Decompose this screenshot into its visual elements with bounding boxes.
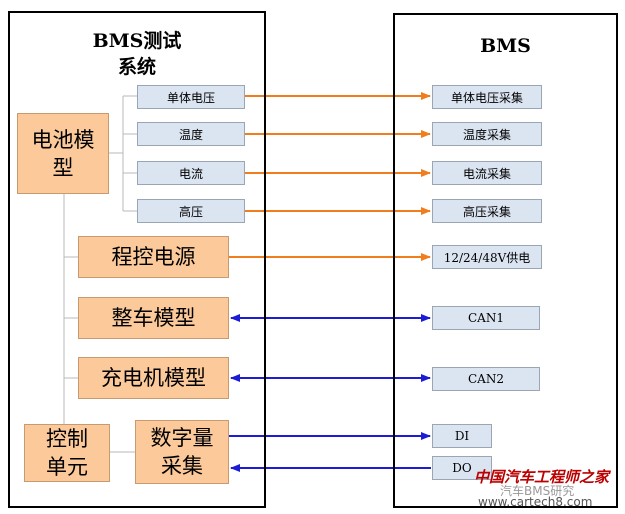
target-can1-label: CAN1 — [468, 311, 504, 325]
charger-model-box: 充电机模型 — [78, 357, 229, 399]
vehicle-model-box: 整车模型 — [78, 297, 229, 339]
target-cell-voltage-label: 单体电压采集 — [450, 90, 523, 105]
target-power-supply-box: 12/24/48V供电 — [432, 245, 542, 269]
target-can1-box: CAN1 — [432, 306, 540, 330]
signal-temperature-label: 温度 — [178, 127, 203, 142]
target-temperature-label: 温度采集 — [462, 127, 511, 142]
target-temperature-box: 温度采集 — [432, 122, 542, 146]
target-high-voltage-label: 高压采集 — [462, 204, 511, 219]
watermark-wechat: 汽车BMS研究 — [500, 484, 575, 498]
target-do-box: DO — [432, 456, 492, 480]
watermark-url: www.cartech8.com — [478, 495, 593, 509]
control-unit-label: 控制 单元 — [46, 427, 88, 479]
digital-io-box: 数字量 采集 — [135, 420, 229, 484]
signal-cell-voltage-label: 单体电压 — [166, 90, 215, 105]
target-can2-label: CAN2 — [468, 372, 504, 386]
power-supply-label: 程控电源 — [111, 245, 196, 269]
signal-temperature-box: 温度 — [137, 122, 245, 146]
signal-current-label: 电流 — [178, 166, 203, 181]
target-current-box: 电流采集 — [432, 161, 542, 185]
target-high-voltage-box: 高压采集 — [432, 199, 542, 223]
target-do-label: DO — [452, 461, 472, 475]
battery-model-label: 电池模 型 — [31, 127, 95, 180]
bms-panel — [393, 13, 618, 508]
signal-cell-voltage-box: 单体电压 — [137, 85, 245, 109]
signal-high-voltage-label: 高压 — [178, 204, 203, 219]
bms-title: BMS — [480, 35, 531, 57]
control-unit-box: 控制 单元 — [24, 424, 110, 482]
target-di-box: DI — [432, 424, 492, 448]
test-system-title: BMS测试 系统 — [92, 30, 182, 78]
signal-current-box: 电流 — [137, 161, 245, 185]
test-system-panel — [8, 11, 266, 508]
target-cell-voltage-box: 单体电压采集 — [432, 85, 542, 109]
vehicle-model-label: 整车模型 — [111, 306, 196, 330]
charger-model-label: 充电机模型 — [101, 366, 206, 390]
target-can2-box: CAN2 — [432, 367, 540, 391]
digital-io-label: 数字量 采集 — [150, 426, 214, 478]
target-di-label: DI — [454, 429, 470, 443]
target-current-label: 电流采集 — [462, 166, 511, 181]
signal-high-voltage-box: 高压 — [137, 199, 245, 223]
target-power-supply-label: 12/24/48V供电 — [443, 250, 531, 265]
power-supply-box: 程控电源 — [78, 236, 229, 278]
battery-model-box: 电池模 型 — [17, 113, 109, 194]
watermark-cn: 中国汽车工程师之家 — [474, 468, 610, 486]
